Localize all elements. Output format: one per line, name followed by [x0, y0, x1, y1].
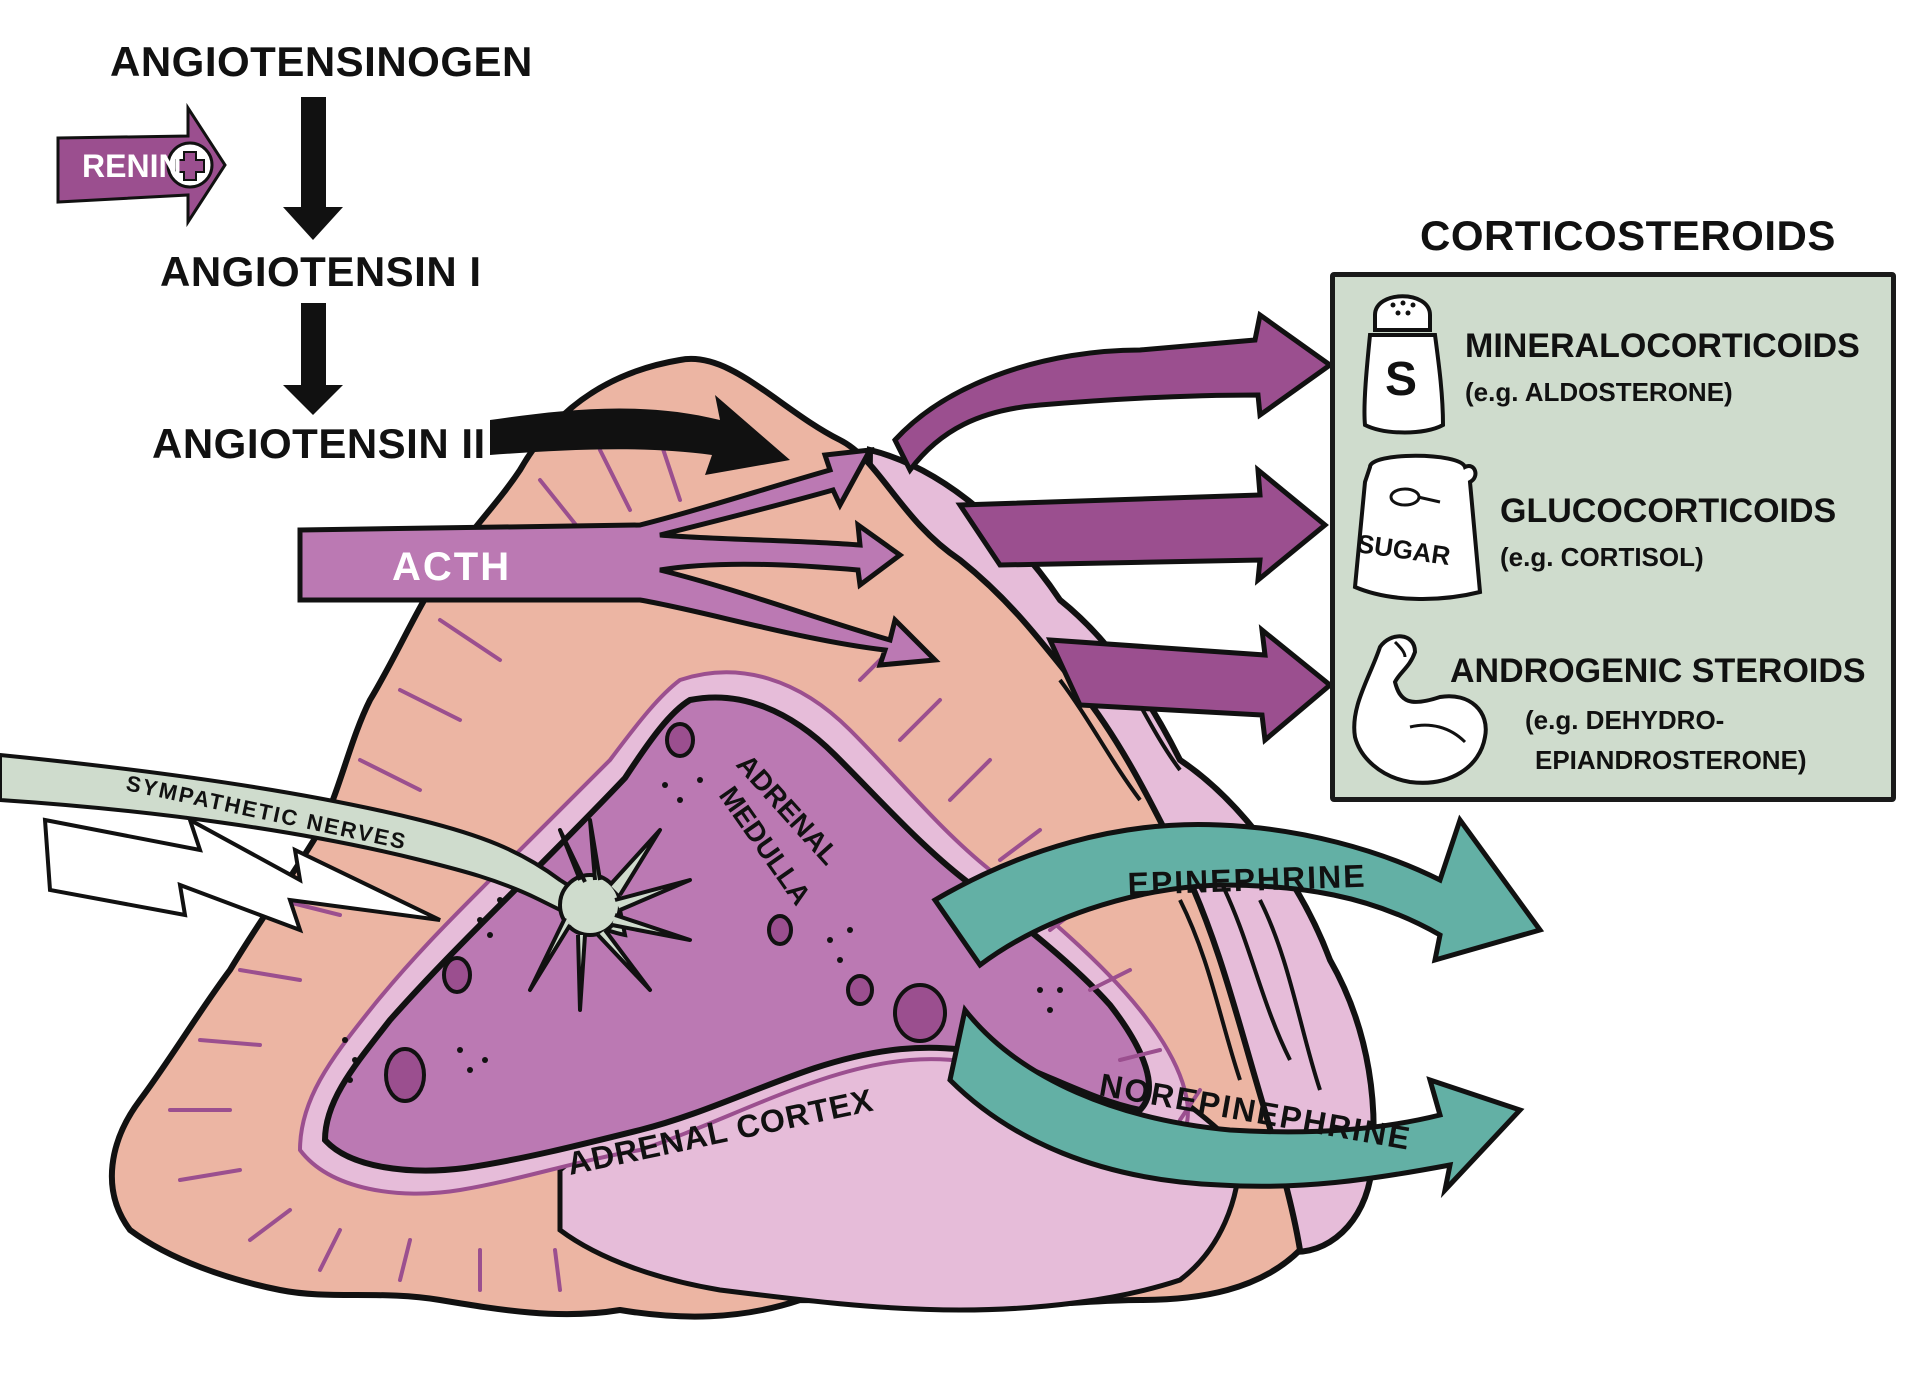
androgen-arrow [1045, 624, 1334, 745]
renin-label: RENIN [82, 148, 182, 184]
glucocorticoids-label: GLUCOCORTICOIDS [1500, 492, 1837, 530]
androgenic-steroids-label: ANDROGENIC STEROIDS [1450, 652, 1866, 690]
corticosteroids-title: CORTICOSTEROIDS [1420, 212, 1836, 259]
angiotensin-ii-arrow [490, 395, 790, 475]
acth-arrow [297, 446, 941, 668]
corticosteroids-box: S MINERALOCORTICOIDS (e.g. ALDOSTERONE) … [1330, 272, 1896, 802]
androgenic-steroids-example-line2: EPIANDROSTERONE) [1535, 745, 1807, 775]
corticosteroid-arrows [891, 310, 1335, 745]
epinephrine-label: EPINEPHRINE [1127, 858, 1367, 902]
acth-label: ACTH [392, 545, 511, 589]
angiotensin-ii-label: ANGIOTENSIN II [152, 420, 486, 467]
salt-shaker-icon: S [1362, 294, 1446, 435]
medulla-dots [342, 777, 1063, 1083]
mineralocorticoids-label: MINERALOCORTICOIDS [1465, 327, 1860, 365]
angiotensin-i-label: ANGIOTENSIN I [160, 248, 482, 295]
mineralocorticoids-example: (e.g. ALDOSTERONE) [1465, 377, 1733, 407]
renin-arrow [56, 102, 227, 228]
sugar-bag-icon: SUGAR [1352, 453, 1483, 601]
glucocorticoids-example: (e.g. CORTISOL) [1500, 542, 1704, 572]
plus-icon [175, 151, 205, 181]
angiotensinogen-label: ANGIOTENSINOGEN [110, 38, 533, 85]
medulla-cells [384, 722, 947, 1103]
nerve-cell [528, 818, 692, 1012]
glucocorticoid-arrow [955, 464, 1329, 586]
androgenic-steroids-example-line1: (e.g. DEHYDRO- [1525, 705, 1725, 735]
mineralocorticoid-arrow [891, 310, 1335, 475]
flexed-arm-icon [1352, 634, 1488, 785]
angiotensin-i-arrow [283, 303, 343, 415]
angiotensinogen-arrow [283, 97, 343, 240]
sympathetic-nerve [0, 752, 628, 938]
norepinephrine-arrow [947, 1004, 1525, 1199]
epinephrine-arrow [931, 814, 1545, 969]
lightning-bolt-icon [42, 815, 441, 934]
salt-shaker-letter: S [1385, 353, 1417, 406]
